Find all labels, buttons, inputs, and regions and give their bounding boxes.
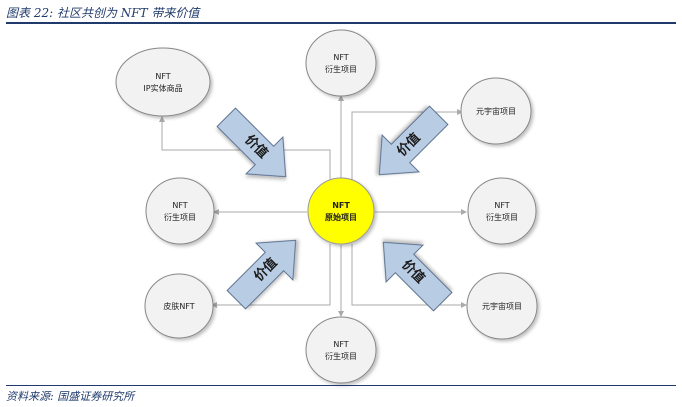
source-note: 资料来源: 国盛证券研究所 bbox=[6, 390, 135, 403]
figure-caption: 图表 22: 社区共创为 NFT 带来价值 bbox=[6, 6, 200, 20]
node-left: NFT 衍生项目 bbox=[145, 177, 215, 245]
value-arrow-bottom-right: 价值 bbox=[382, 241, 453, 312]
node-center: NFT 原始项目 bbox=[307, 177, 375, 245]
node-skin: 皮肤NFT bbox=[144, 273, 214, 339]
node-right-line2: 衍生项目 bbox=[486, 212, 518, 222]
node-center-line1: NFT bbox=[332, 201, 350, 210]
line-to-skin bbox=[211, 244, 331, 308]
node-meta-bottom: 元宇宙项目 bbox=[466, 272, 538, 340]
node-ip-line2: IP实体商品 bbox=[143, 83, 182, 93]
node-meta-top: 元宇宙项目 bbox=[460, 77, 532, 145]
top-rule bbox=[6, 22, 676, 24]
node-ip-goods: NFT IP实体商品 bbox=[115, 47, 211, 117]
value-arrows: 价值价值价值价值 bbox=[216, 105, 453, 312]
value-arrow-top-left: 价值 bbox=[216, 107, 287, 178]
node-right: NFT 衍生项目 bbox=[467, 177, 537, 245]
node-bottom: NFT 衍生项目 bbox=[305, 316, 377, 384]
node-center-line2: 原始项目 bbox=[325, 212, 357, 222]
node-meta-top-label: 元宇宙项目 bbox=[476, 106, 516, 116]
value-arrow-bottom-left: 价值 bbox=[226, 239, 297, 310]
node-left-line1: NFT bbox=[172, 201, 187, 210]
node-meta-bottom-label: 元宇宙项目 bbox=[482, 301, 522, 311]
node-bottom-line2: 衍生项目 bbox=[325, 351, 357, 361]
bottom-rule bbox=[6, 385, 676, 386]
node-right-line1: NFT bbox=[494, 201, 509, 210]
node-top: NFT 衍生项目 bbox=[305, 29, 377, 97]
node-ip-line1: NFT bbox=[155, 72, 170, 81]
node-bottom-line1: NFT bbox=[333, 340, 348, 349]
node-top-line2: 衍生项目 bbox=[325, 64, 357, 74]
node-left-line2: 衍生项目 bbox=[164, 212, 196, 222]
node-skin-label: 皮肤NFT bbox=[163, 301, 194, 311]
node-top-line1: NFT bbox=[333, 53, 348, 62]
value-arrow-top-right: 价值 bbox=[378, 105, 449, 176]
